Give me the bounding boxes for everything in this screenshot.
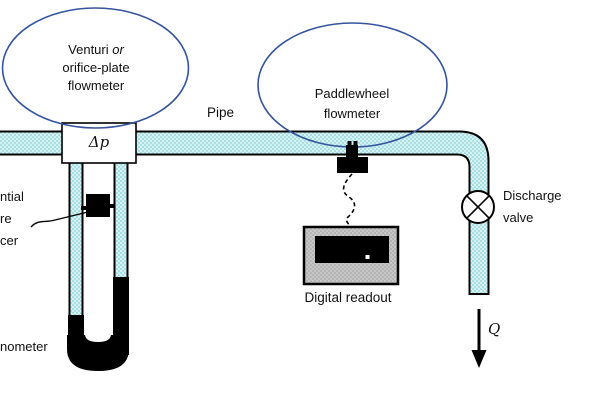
paddlewheel-sensor-stem (346, 145, 358, 158)
discharge-valve-label: Discharge valve (503, 185, 562, 229)
delta-p-label: Δp (88, 133, 110, 151)
transducer-right-stub (110, 204, 115, 208)
venturi-label-word: Venturi (68, 42, 109, 57)
delta-p-meter-box (61, 122, 137, 164)
paddlewheel-sensor-prong-right (353, 141, 358, 146)
venturi-annotation-ellipse (1, 7, 190, 129)
venturi-label-line3: flowmeter (67, 78, 125, 93)
transducer-left-stub (81, 206, 86, 210)
transducer-fragment-line2: re (0, 211, 12, 226)
paddlewheel-sensor-body (337, 157, 368, 173)
pipe-run (0, 130, 490, 295)
paddlewheel-label-line1: Paddlewheel (314, 86, 390, 101)
manometer-u-bend (67, 335, 129, 371)
transducer-fragment-line1: ntial (0, 189, 24, 204)
transducer-fragment-line3: cer (0, 233, 19, 248)
discharge-valve-line1: Discharge (503, 188, 562, 203)
sensor-wire (342, 173, 356, 228)
digital-readout-screen (315, 236, 389, 263)
flow-rate-symbol-label: Q (488, 320, 501, 338)
paddlewheel-flowmeter-label: Paddlewheel flowmeter (272, 84, 432, 124)
paddlewheel-label-line2: flowmeter (323, 106, 381, 121)
valve-cross-line-2 (466, 195, 490, 219)
pipe-label: Pipe (207, 105, 235, 120)
venturi-flowmeter-label: Venturi or orifice-plate flowmeter (16, 41, 176, 95)
flow-arrow-head (471, 350, 487, 368)
transducer-leader-line (30, 211, 89, 228)
manometer-inner-gap (85, 318, 111, 342)
pressure-transducer-block (86, 194, 110, 217)
digital-readout-label: Digital readout (304, 290, 392, 305)
venturi-label-line2: orifice-plate (62, 60, 130, 75)
manometer-clipped-label: nometer (0, 339, 48, 354)
pressure-transducer-clipped-label: ntial re cer (0, 186, 24, 252)
venturi-label-or: or (112, 42, 124, 57)
readout-indicator-dot (365, 255, 370, 259)
discharge-valve-line2: valve (503, 210, 534, 225)
paddlewheel-sensor-prong-left (347, 141, 352, 146)
